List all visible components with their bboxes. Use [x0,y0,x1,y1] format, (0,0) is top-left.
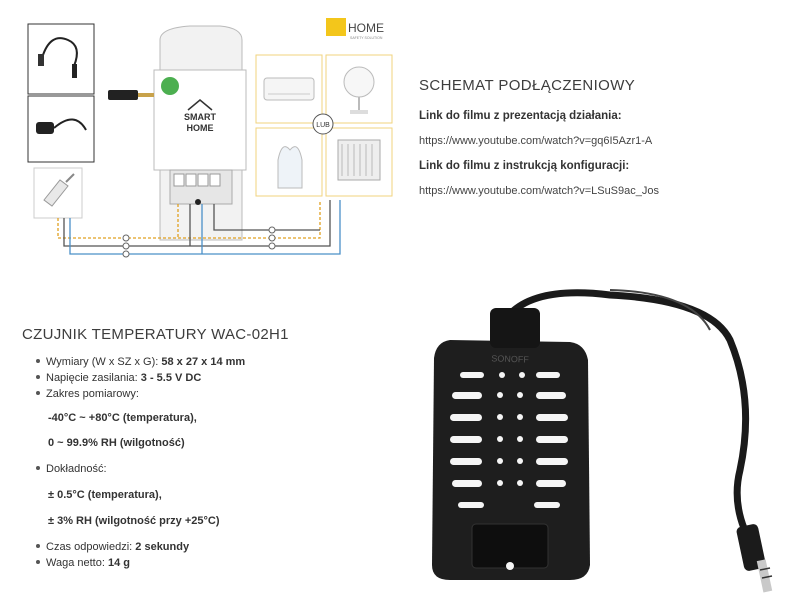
presentation-video-link[interactable]: https://www.youtube.com/watch?v=gq6I5Azr… [419,135,653,147]
brand-subtext: SAFETY SOLUTION [350,36,383,40]
wiring-diagram: SMART HOME HOME SAFETY SOLUTION [27,18,393,258]
air-conditioner-thumbnail [255,54,323,124]
spec-dimensions-value: 58 x 27 x 14 mm [161,356,246,368]
spec-weight: Waga netto: 14 g [36,557,130,569]
humidifier-thumbnail [255,127,323,197]
jack-plug-icon [108,90,138,100]
wiring-lines [57,200,341,255]
configuration-video-label: Link do filmu z instrukcją konfiguracji: [419,160,630,172]
spec-range-humidity: 0 ~ 99.9% RH (wilgotność) [48,437,185,449]
spec-voltage-value: 3 - 5.5 V DC [140,372,202,384]
sensor-cable-thumbnail [27,23,95,95]
configuration-video-link[interactable]: https://www.youtube.com/watch?v=LSuS9ac_… [419,185,659,197]
bullet-icon [36,359,40,364]
brand-logo: HOME SAFETY SOLUTION [326,18,384,40]
spec-accuracy: Dokładność: [36,463,107,475]
bullet-icon [36,375,40,380]
housing-brand-text: SONOFF [491,353,529,364]
spec-title: CZUJNIK TEMPERATURY WAC-02H1 [22,326,289,343]
spec-response-label: Czas odpowiedzi: [46,541,136,553]
bullet-icon [36,560,40,565]
power-plug-thumbnail [33,167,83,219]
sensor-probe-thumbnail [27,95,95,163]
presentation-video-label: Link do filmu z prezentacją działania: [419,110,622,122]
spec-dimensions: Wymiary (W x SZ x G): 58 x 27 x 14 mm [36,356,245,368]
sensor-housing: SONOFF [432,308,590,580]
lub-label: LUB [316,122,330,129]
spec-weight-value: 14 g [107,557,130,569]
fan-thumbnail [325,54,393,124]
spec-response-value: 2 sekundy [135,541,190,553]
spec-range-temperature: -40°C ~ +80°C (temperatura), [48,412,197,424]
audio-jack-icon [736,524,773,593]
spec-weight-label: Waga netto: [46,557,108,569]
spec-voltage-label: Napięcie zasilania: [46,372,141,384]
module-label-smart: SMART [184,112,216,122]
spec-range: Zakres pomiarowy: [36,388,139,400]
spec-accuracy-label: Dokładność: [46,463,107,475]
bullet-icon [36,544,40,549]
schemat-title: SCHEMAT PODŁĄCZENIOWY [419,77,636,94]
smart-home-module: SMART HOME [153,25,247,241]
spec-accuracy-temperature: ± 0.5°C (temperatura), [48,489,162,501]
brand-text: HOME [348,21,384,35]
spec-voltage: Napięcie zasilania: 3 - 5.5 V DC [36,372,201,384]
spec-dimensions-label: Wymiary (W x SZ x G): [46,356,162,368]
spec-accuracy-humidity: ± 3% RH (wilgotność przy +25°C) [48,515,220,527]
bullet-icon [36,466,40,471]
module-label-home: HOME [187,123,214,133]
sensor-product-photo: SONOFF [432,289,773,593]
spec-range-label: Zakres pomiarowy: [46,388,139,400]
heater-thumbnail [325,127,393,197]
bullet-icon [36,391,40,396]
spec-response-time: Czas odpowiedzi: 2 sekundy [36,541,189,553]
